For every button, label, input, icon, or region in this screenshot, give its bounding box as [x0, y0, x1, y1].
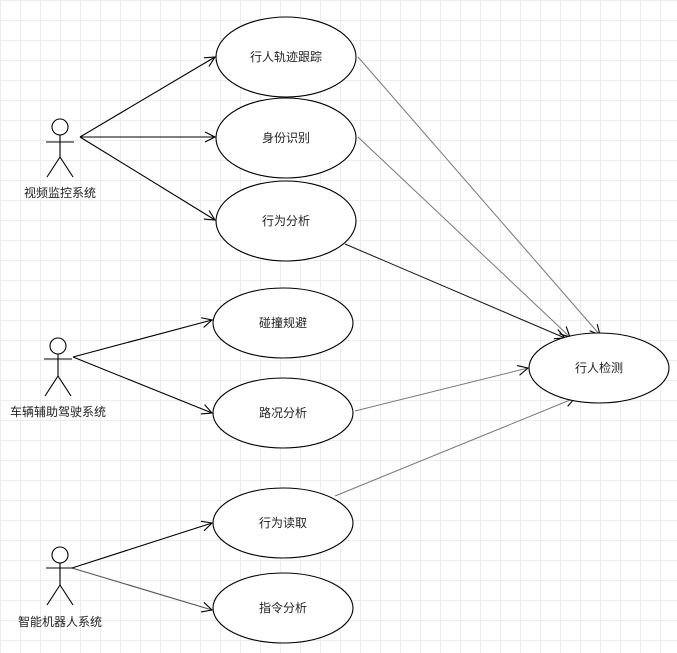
dependency-track-detect — [357, 56, 600, 335]
detection-dependencies — [334, 56, 600, 497]
use-case-track[interactable]: 行人轨迹跟踪 — [215, 16, 357, 98]
use-case-identity[interactable]: 身份识别 — [215, 97, 357, 179]
association-robot-command — [71, 567, 212, 610]
use-case-ellipse — [212, 287, 354, 359]
use-case-label: 行为读取 — [259, 516, 307, 530]
dependency-behavior-detect — [344, 243, 565, 338]
use-case-label: 指令分析 — [259, 600, 307, 615]
use-case-behavior[interactable]: 行为分析 — [215, 180, 357, 262]
use-case-label: 碰撞规避 — [259, 315, 307, 330]
association-video-behavior — [79, 136, 215, 220]
actor-video-label: 视频监控系统 — [24, 185, 96, 200]
actor-head — [51, 546, 69, 564]
actor-leg-right — [59, 584, 74, 606]
use-case-ellipse — [212, 377, 354, 449]
dependency-identity-detect — [357, 136, 570, 337]
association-robot-read — [71, 523, 212, 569]
actor-leg-left — [46, 156, 61, 178]
use-case-read[interactable]: 行为读取 — [212, 487, 354, 559]
use-case-label: 行为分析 — [262, 214, 310, 228]
association-vehicle-road — [72, 356, 212, 413]
actor-associations — [71, 57, 215, 610]
use-case-ellipse — [215, 180, 357, 262]
actor-leg-right — [57, 375, 72, 397]
use-case-label: 行人轨迹跟踪 — [250, 50, 322, 64]
actor-leg-left — [46, 584, 61, 606]
actor-robot — [46, 546, 74, 606]
dependency-road-detect — [354, 368, 528, 412]
use-case-ellipse — [215, 16, 357, 98]
use-case-collision[interactable]: 碰撞规避 — [212, 287, 354, 359]
use-case-ellipse — [212, 487, 354, 559]
use-case-road[interactable]: 路况分析 — [212, 377, 354, 449]
actor-head — [49, 337, 67, 355]
use-case-label: 身份识别 — [262, 130, 310, 145]
actor-leg-left — [44, 375, 59, 397]
association-video-track — [79, 57, 215, 138]
use-case-detect[interactable]: 行人检测 — [528, 332, 670, 404]
use-case-ellipse — [528, 332, 670, 404]
use-case-ellipse — [215, 97, 357, 179]
actor-head — [51, 118, 69, 136]
actor-vehicle — [44, 337, 72, 397]
actor-leg-right — [59, 156, 74, 178]
use-case-ellipse — [212, 572, 354, 644]
association-vehicle-collision — [72, 320, 212, 358]
dependency-read-detect — [334, 398, 575, 497]
use-case-command[interactable]: 指令分析 — [212, 572, 354, 644]
use-case-label: 路况分析 — [259, 405, 307, 420]
actor-video — [46, 118, 74, 178]
use-case-label: 行人检测 — [575, 360, 623, 375]
actor-vehicle-label: 车辆辅助驾驶系统 — [10, 404, 106, 419]
actor-robot-label: 智能机器人系统 — [18, 614, 102, 629]
